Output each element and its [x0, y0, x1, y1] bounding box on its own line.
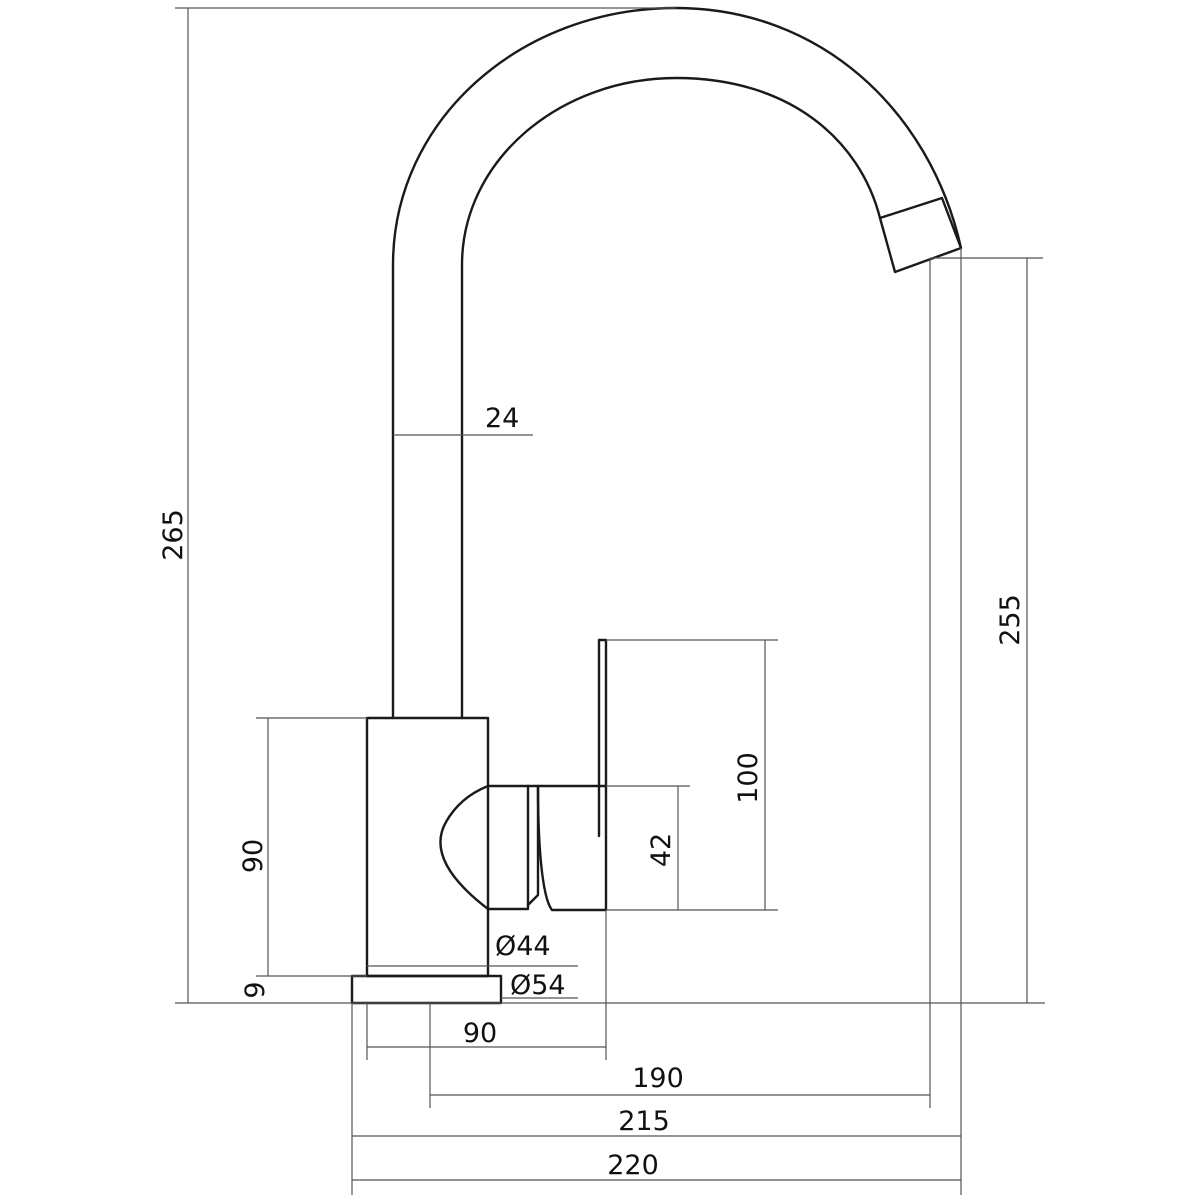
handle-cartridge: [439, 784, 530, 911]
label-outlet-height: 255: [995, 594, 1026, 646]
faucet-body: [365, 716, 490, 978]
spout-outer-contour: [391, 6, 963, 720]
label-body-height: 90: [238, 839, 269, 873]
label-base-height: 9: [240, 981, 271, 998]
label-handle-height: 100: [733, 752, 764, 804]
label-handle-reach: 90: [463, 1018, 497, 1049]
label-overall-reach: 220: [607, 1150, 659, 1181]
dimension-lines: [175, 7, 1045, 1195]
handle-lever: [536, 784, 608, 912]
label-body-diameter: Ø44: [495, 931, 551, 962]
label-spout-reach: 190: [632, 1063, 684, 1094]
label-total-height: 265: [158, 509, 189, 561]
dimension-labels: 265 255 24 90 9 100 42 Ø44 Ø54 90 190 21…: [158, 403, 1026, 1181]
base-plate: [350, 974, 503, 1005]
label-handle-depth: 42: [646, 833, 677, 867]
spout-inner-contour: [460, 76, 882, 720]
handle-connector: [526, 784, 540, 907]
label-outlet-reach: 215: [618, 1106, 670, 1137]
label-spout-diameter: 24: [485, 403, 519, 434]
label-base-diameter: Ø54: [510, 970, 566, 1001]
